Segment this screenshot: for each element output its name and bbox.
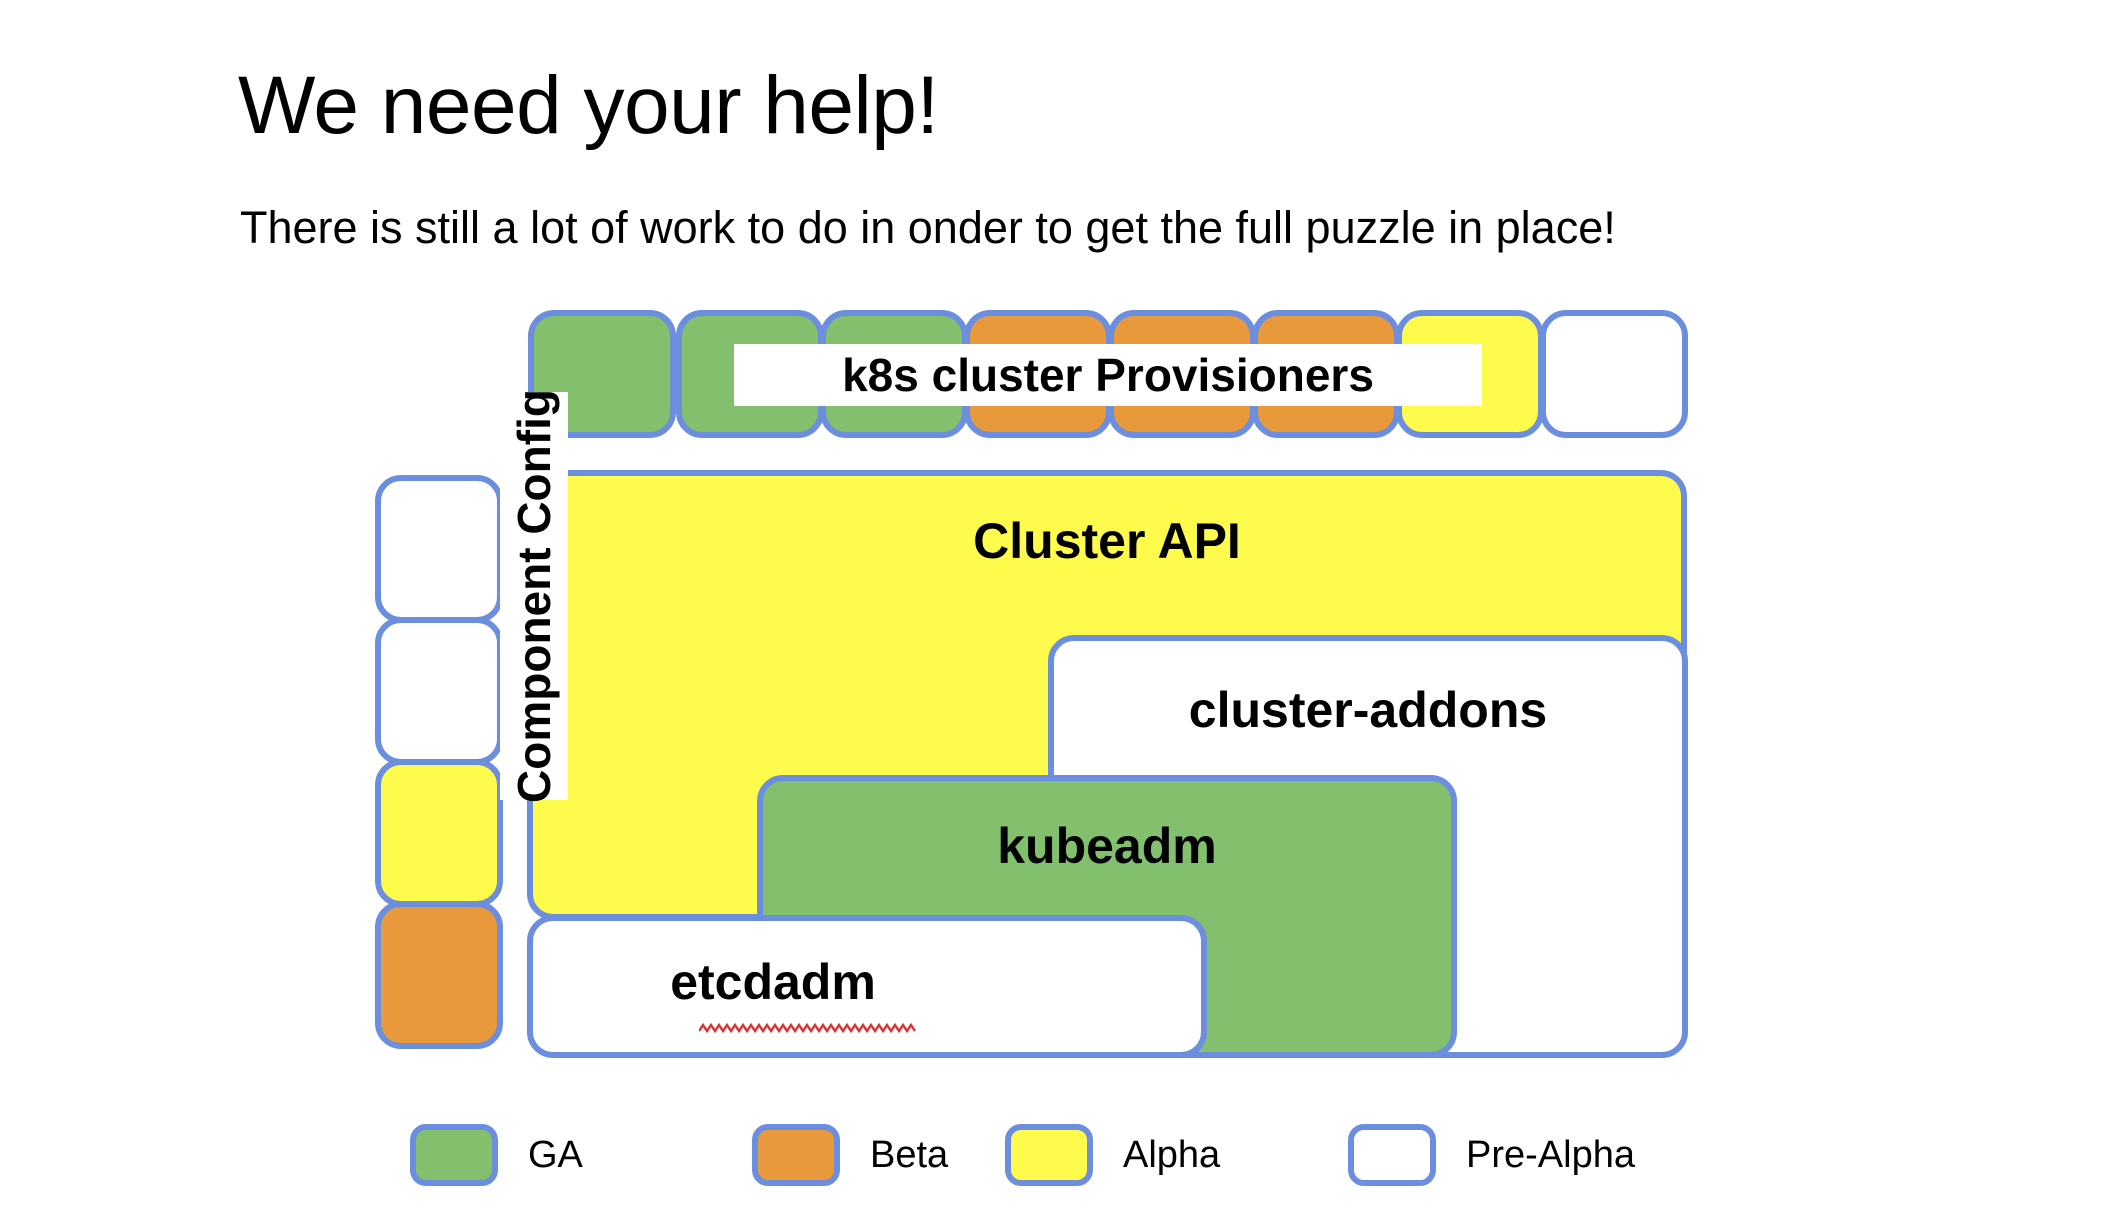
legend-swatch-beta <box>752 1124 840 1186</box>
legend-item-prealpha: Pre-Alpha <box>1348 1124 1635 1186</box>
legend-label-beta: Beta <box>870 1133 949 1176</box>
component-config-tile-3[interactable] <box>375 759 503 907</box>
etcdadm-box[interactable]: etcdadm <box>527 915 1207 1058</box>
cluster-api-label: Cluster API <box>973 513 1241 569</box>
page-subtitle: There is still a lot of work to do in on… <box>240 202 1616 253</box>
component-config-tile-2[interactable] <box>375 617 503 765</box>
legend: GA Beta Alpha Pre-Alpha <box>0 1124 2126 1214</box>
k8s-cluster-provisioners-label: k8s cluster Provisioners <box>734 344 1482 406</box>
legend-swatch-alpha <box>1005 1124 1093 1186</box>
legend-label-ga: GA <box>528 1133 583 1176</box>
component-config-tile-4[interactable] <box>375 901 503 1049</box>
provisioner-tile-8[interactable] <box>1540 310 1688 438</box>
kubeadm-label: kubeadm <box>997 818 1217 874</box>
legend-label-alpha: Alpha <box>1123 1133 1221 1176</box>
legend-label-prealpha: Pre-Alpha <box>1466 1133 1635 1176</box>
legend-item-beta: Beta <box>752 1124 948 1186</box>
spellcheck-squiggle-icon <box>699 1023 916 1033</box>
legend-swatch-ga <box>410 1124 498 1186</box>
component-config-label: Component Config <box>500 389 568 803</box>
legend-item-alpha: Alpha <box>1005 1124 1220 1186</box>
cluster-addons-label: cluster-addons <box>1188 682 1548 738</box>
component-config-tile-1[interactable] <box>375 475 503 623</box>
etcdadm-label: etcdadm <box>670 954 876 1010</box>
legend-swatch-prealpha <box>1348 1124 1436 1186</box>
legend-item-ga: GA <box>410 1124 583 1186</box>
page-title: We need your help! <box>238 59 939 151</box>
